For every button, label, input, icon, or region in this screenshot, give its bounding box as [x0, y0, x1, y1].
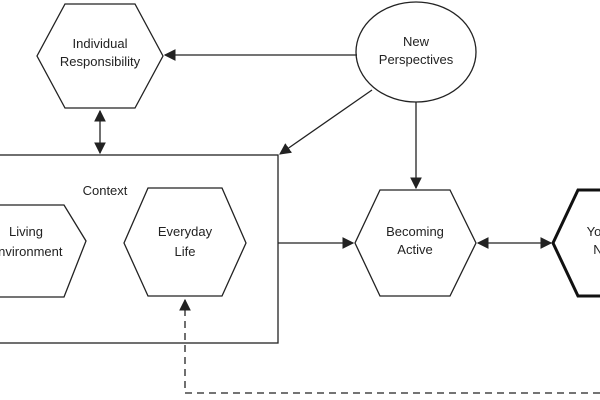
individual-responsibility-line1: Individual	[73, 36, 128, 51]
partial-right-line2: N	[593, 242, 600, 257]
becoming-active-line2: Active	[397, 242, 432, 257]
becoming-active-node	[354, 189, 477, 297]
everyday-life-node	[123, 187, 247, 297]
everyday-life-line2: Life	[175, 244, 196, 259]
new-perspectives-line1: New	[403, 34, 430, 49]
edge-newperspectives-to-context	[279, 89, 373, 155]
edge-dashed-to-everyday	[179, 298, 600, 394]
context-label: Context	[83, 183, 128, 198]
new-perspectives-line2: Perspectives	[379, 52, 454, 67]
individual-responsibility-line2: Responsibility	[60, 54, 141, 69]
living-environment-line1: Living	[9, 224, 43, 239]
partial-right-line1: Yo	[587, 224, 600, 239]
living-environment-node	[0, 204, 87, 298]
everyday-life-line1: Everyday	[158, 224, 213, 239]
living-environment-line2: Environment	[0, 244, 63, 259]
becoming-active-line1: Becoming	[386, 224, 444, 239]
partial-right-node	[551, 188, 600, 298]
individual-responsibility-node	[36, 3, 164, 109]
